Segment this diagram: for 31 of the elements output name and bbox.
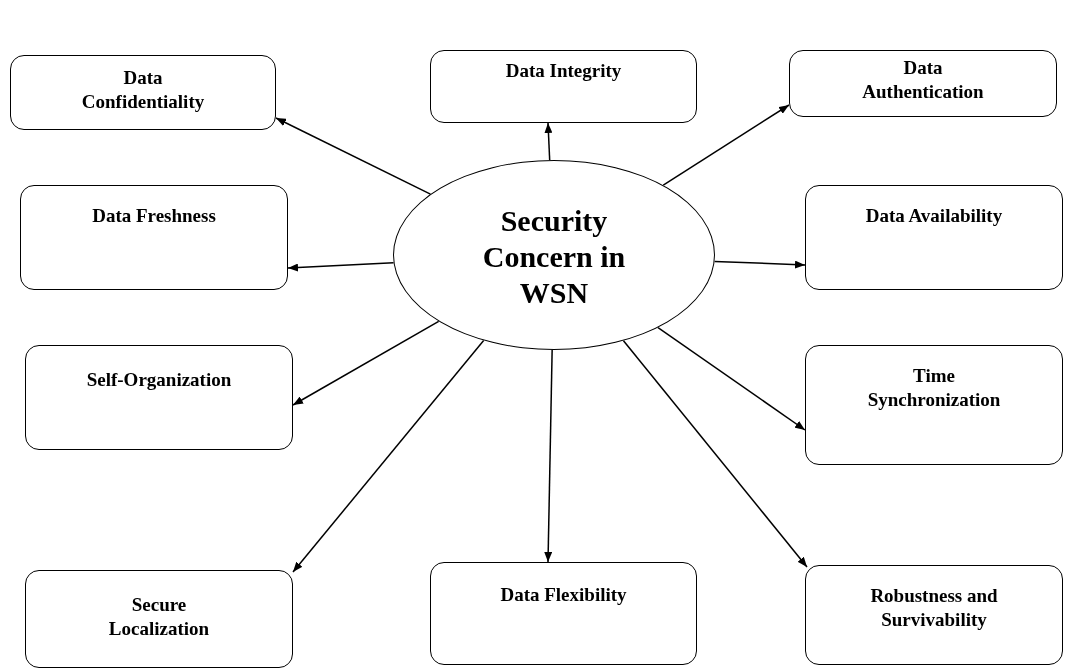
concept-box	[805, 185, 1063, 290]
box-label: Data Availability	[864, 204, 1004, 228]
box-label: Data Integrity	[504, 59, 623, 83]
box-label: Data Authentication	[861, 56, 985, 104]
arrow	[292, 339, 485, 573]
box-label: Time Synchronization	[866, 364, 1002, 412]
arrow	[544, 349, 553, 563]
arrow	[275, 117, 432, 195]
box-label: Data Freshness	[91, 204, 217, 228]
box-label: Data Confidentiality	[80, 66, 206, 114]
concept-box	[20, 185, 288, 290]
central-title: Security Concern in WSN	[481, 203, 627, 311]
arrow	[292, 320, 440, 406]
box-label: Secure Localization	[107, 593, 211, 641]
concept-box	[430, 562, 697, 665]
box-label: Data Flexibility	[499, 583, 628, 607]
arrow	[657, 326, 806, 431]
arrow	[713, 260, 806, 269]
concept-box	[789, 50, 1057, 117]
arrow	[287, 262, 395, 272]
concept-box	[430, 50, 697, 123]
arrow	[622, 339, 808, 568]
concept-box	[25, 345, 293, 450]
concept-box	[805, 565, 1063, 665]
arrow	[662, 104, 790, 186]
box-label: Robustness and Survivability	[869, 584, 999, 632]
box-label: Self-Organization	[85, 368, 233, 392]
concept-box	[25, 570, 293, 668]
concept-box	[10, 55, 276, 130]
concept-box	[805, 345, 1063, 465]
arrow	[544, 122, 553, 161]
